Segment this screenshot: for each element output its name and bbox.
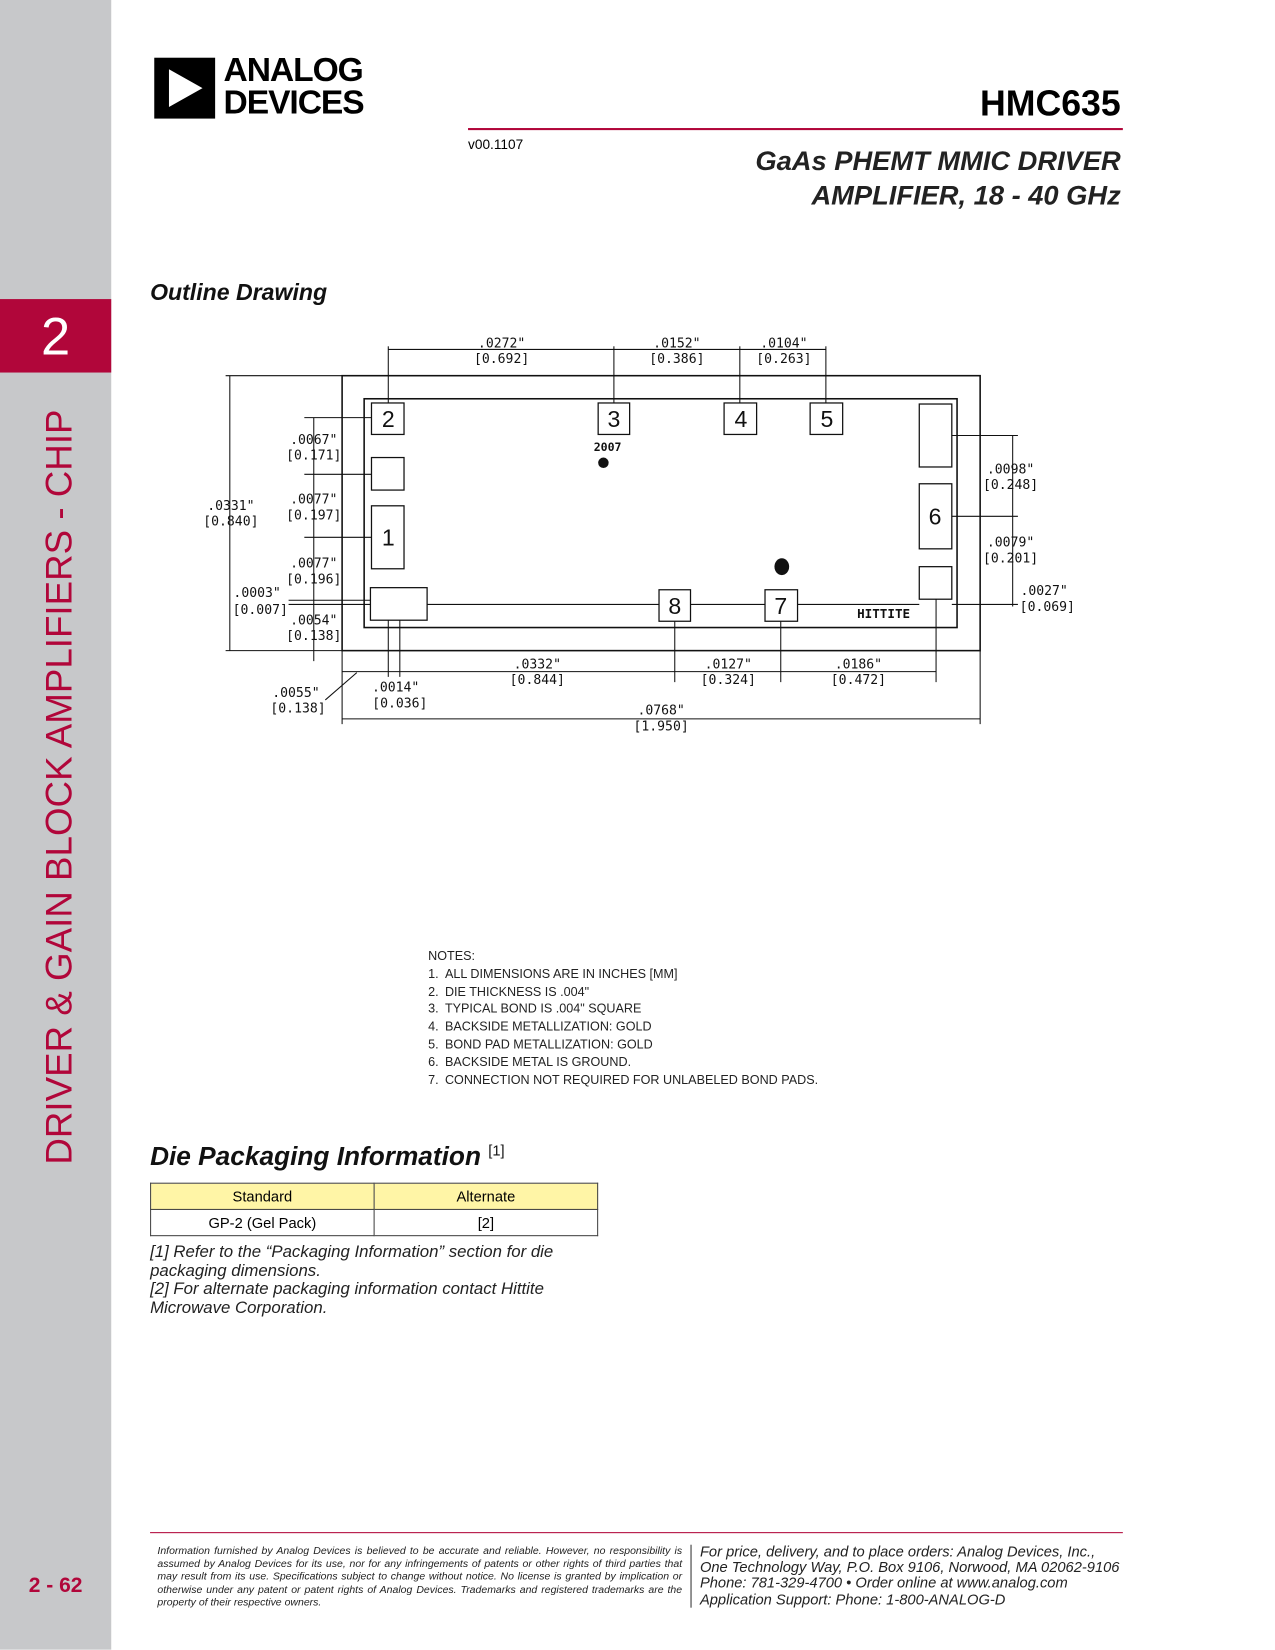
logo-line1: ANALOG bbox=[223, 50, 364, 89]
logo-triangle-icon bbox=[154, 57, 216, 119]
dim-label: .0332" bbox=[514, 657, 561, 672]
title-line1: GaAs PHEMT MMIC DRIVER bbox=[755, 144, 1121, 177]
footnote: [1] Refer to the “Packaging Information”… bbox=[150, 1243, 554, 1280]
dimension-lines bbox=[225, 346, 1018, 725]
dim-label: .0077" bbox=[290, 493, 337, 508]
pad-unlabeled bbox=[369, 587, 428, 621]
pad-label: 7 bbox=[774, 593, 787, 619]
dim-label: .0127" bbox=[705, 657, 752, 672]
notes-heading: NOTES: bbox=[428, 948, 476, 964]
note-item: 3.TYPICAL BOND IS .004" SQUARE bbox=[428, 1001, 642, 1017]
dim-label: .0272" bbox=[478, 336, 525, 351]
dim-label: .0014" bbox=[372, 681, 419, 696]
dim-label: [0.138] bbox=[270, 702, 325, 717]
note-item: 6.BACKSIDE METAL IS GROUND. bbox=[428, 1054, 632, 1070]
dim-label: [0.007] bbox=[233, 603, 288, 618]
die-blob-mark bbox=[774, 558, 790, 576]
dim-label: .0104" bbox=[760, 336, 807, 351]
version: v00.1107 bbox=[468, 136, 524, 153]
dim-label: .0331" bbox=[207, 499, 254, 514]
die-marking: 2007 bbox=[594, 440, 622, 454]
table-cell: [2] bbox=[373, 1208, 599, 1237]
part-number: HMC635 bbox=[979, 83, 1121, 124]
dim-label: [0.196] bbox=[286, 572, 341, 587]
dim-label: .0077" bbox=[290, 557, 337, 572]
dim-label: .0098" bbox=[987, 462, 1034, 477]
dimension-labels: .0272"[0.692] .0152"[0.386] .0104"[0.263… bbox=[203, 336, 1075, 734]
page-number: 2 - 62 bbox=[28, 1574, 83, 1598]
note-item: 2.DIE THICKNESS IS .004" bbox=[428, 983, 590, 999]
dim-label: [0.472] bbox=[831, 673, 886, 688]
dim-label: .0067" bbox=[290, 433, 337, 448]
chapter-number: 2 bbox=[0, 299, 112, 373]
dim-label: [0.197] bbox=[286, 508, 341, 523]
dim-label: [0.386] bbox=[649, 352, 704, 367]
pad-unlabeled bbox=[918, 566, 953, 600]
table-cell: GP-2 (Gel Pack) bbox=[150, 1208, 375, 1237]
dim-label: [0.840] bbox=[203, 515, 258, 530]
dim-label: [1.950] bbox=[633, 719, 688, 734]
logo-line2: DEVICES bbox=[223, 82, 365, 121]
dim-label: .0003" bbox=[233, 586, 280, 601]
pad-label: 5 bbox=[821, 406, 834, 432]
dim-label: [0.036] bbox=[372, 696, 427, 711]
dim-label: .0079" bbox=[987, 536, 1034, 551]
die-inner-outline bbox=[363, 397, 958, 629]
note-item: 4.BACKSIDE METALLIZATION: GOLD bbox=[428, 1019, 652, 1034]
pad-label: 1 bbox=[382, 525, 395, 551]
note-item: 5.BOND PAD METALLIZATION: GOLD bbox=[428, 1036, 653, 1052]
bond-pads bbox=[369, 402, 953, 622]
pad-label: 4 bbox=[734, 406, 747, 432]
dim-label: [0.692] bbox=[474, 352, 529, 367]
note-item: 7.CONNECTION NOT REQUIRED FOR UNLABELED … bbox=[428, 1072, 819, 1087]
footer-disclaimer: Information furnished by Analog Devices … bbox=[157, 1545, 683, 1609]
packaging-heading: Die Packaging Information [1] bbox=[150, 1141, 505, 1172]
dim-label: .0054" bbox=[290, 613, 337, 628]
packaging-footnotes: [1] Refer to the “Packaging Information”… bbox=[150, 1244, 591, 1317]
dim-label: [0.248] bbox=[983, 478, 1038, 493]
pad-label: 6 bbox=[929, 504, 942, 530]
dim-label: [0.324] bbox=[701, 673, 756, 688]
die-logo: HITTITE bbox=[857, 606, 910, 621]
pad-unlabeled bbox=[918, 403, 953, 468]
contact-line: Application Support: Phone: 1-800-ANALOG… bbox=[699, 1590, 1006, 1608]
dim-label: [0.263] bbox=[756, 352, 811, 367]
registered-mark-icon bbox=[598, 457, 609, 469]
header-divider bbox=[468, 128, 1123, 131]
footer-contact: For price, delivery, and to place orders… bbox=[699, 1542, 1120, 1608]
notes: NOTES: 1.ALL DIMENSIONS ARE IN INCHES [M… bbox=[428, 948, 818, 1089]
dim-label: [0.069] bbox=[1020, 600, 1075, 615]
table-row: GP-2 (Gel Pack)[2] bbox=[150, 1208, 599, 1237]
contact-line: For price, delivery, and to place orders… bbox=[699, 1542, 1096, 1560]
dim-label: [0.844] bbox=[510, 673, 565, 688]
sidebar bbox=[0, 0, 112, 1650]
title-line2: AMPLIFIER, 18 - 40 GHz bbox=[811, 179, 1121, 211]
pad-label: 3 bbox=[607, 406, 620, 432]
document-title: GaAs PHEMT MMIC DRIVER AMPLIFIER, 18 - 4… bbox=[755, 144, 1120, 213]
dim-label: [0.171] bbox=[286, 449, 341, 464]
note-item: 1.ALL DIMENSIONS ARE IN INCHES [MM] bbox=[428, 966, 678, 981]
footnote: [2] For alternate packaging information … bbox=[150, 1280, 544, 1317]
dim-label: .0186" bbox=[835, 657, 882, 672]
dim-label: [0.138] bbox=[286, 629, 341, 644]
outline-drawing: 1 2 3 4 5 6 7 8 2007 HITTITE bbox=[203, 336, 1075, 734]
column-header: Standard bbox=[150, 1182, 375, 1210]
pad-label: 8 bbox=[668, 593, 681, 619]
dim-label: .0152" bbox=[653, 336, 700, 351]
pad-unlabeled bbox=[370, 456, 405, 491]
dim-label: [0.201] bbox=[983, 551, 1038, 566]
pad-label: 2 bbox=[382, 406, 395, 432]
dim-label: .0027" bbox=[1020, 584, 1067, 599]
footer-separator bbox=[690, 1544, 692, 1608]
footer-divider bbox=[150, 1532, 1123, 1534]
column-header: Alternate bbox=[373, 1182, 599, 1210]
outline-heading: Outline Drawing bbox=[150, 279, 328, 306]
die-outer-outline bbox=[341, 374, 981, 652]
contact-line: One Technology Way, P.O. Box 9106, Norwo… bbox=[699, 1558, 1120, 1576]
dim-label: .0768" bbox=[637, 704, 684, 719]
dim-label: .0055" bbox=[272, 686, 319, 701]
packaging-heading-ref: [1] bbox=[488, 1141, 505, 1159]
contact-line: Phone: 781-329-4700 • Order online at ww… bbox=[699, 1574, 1068, 1592]
